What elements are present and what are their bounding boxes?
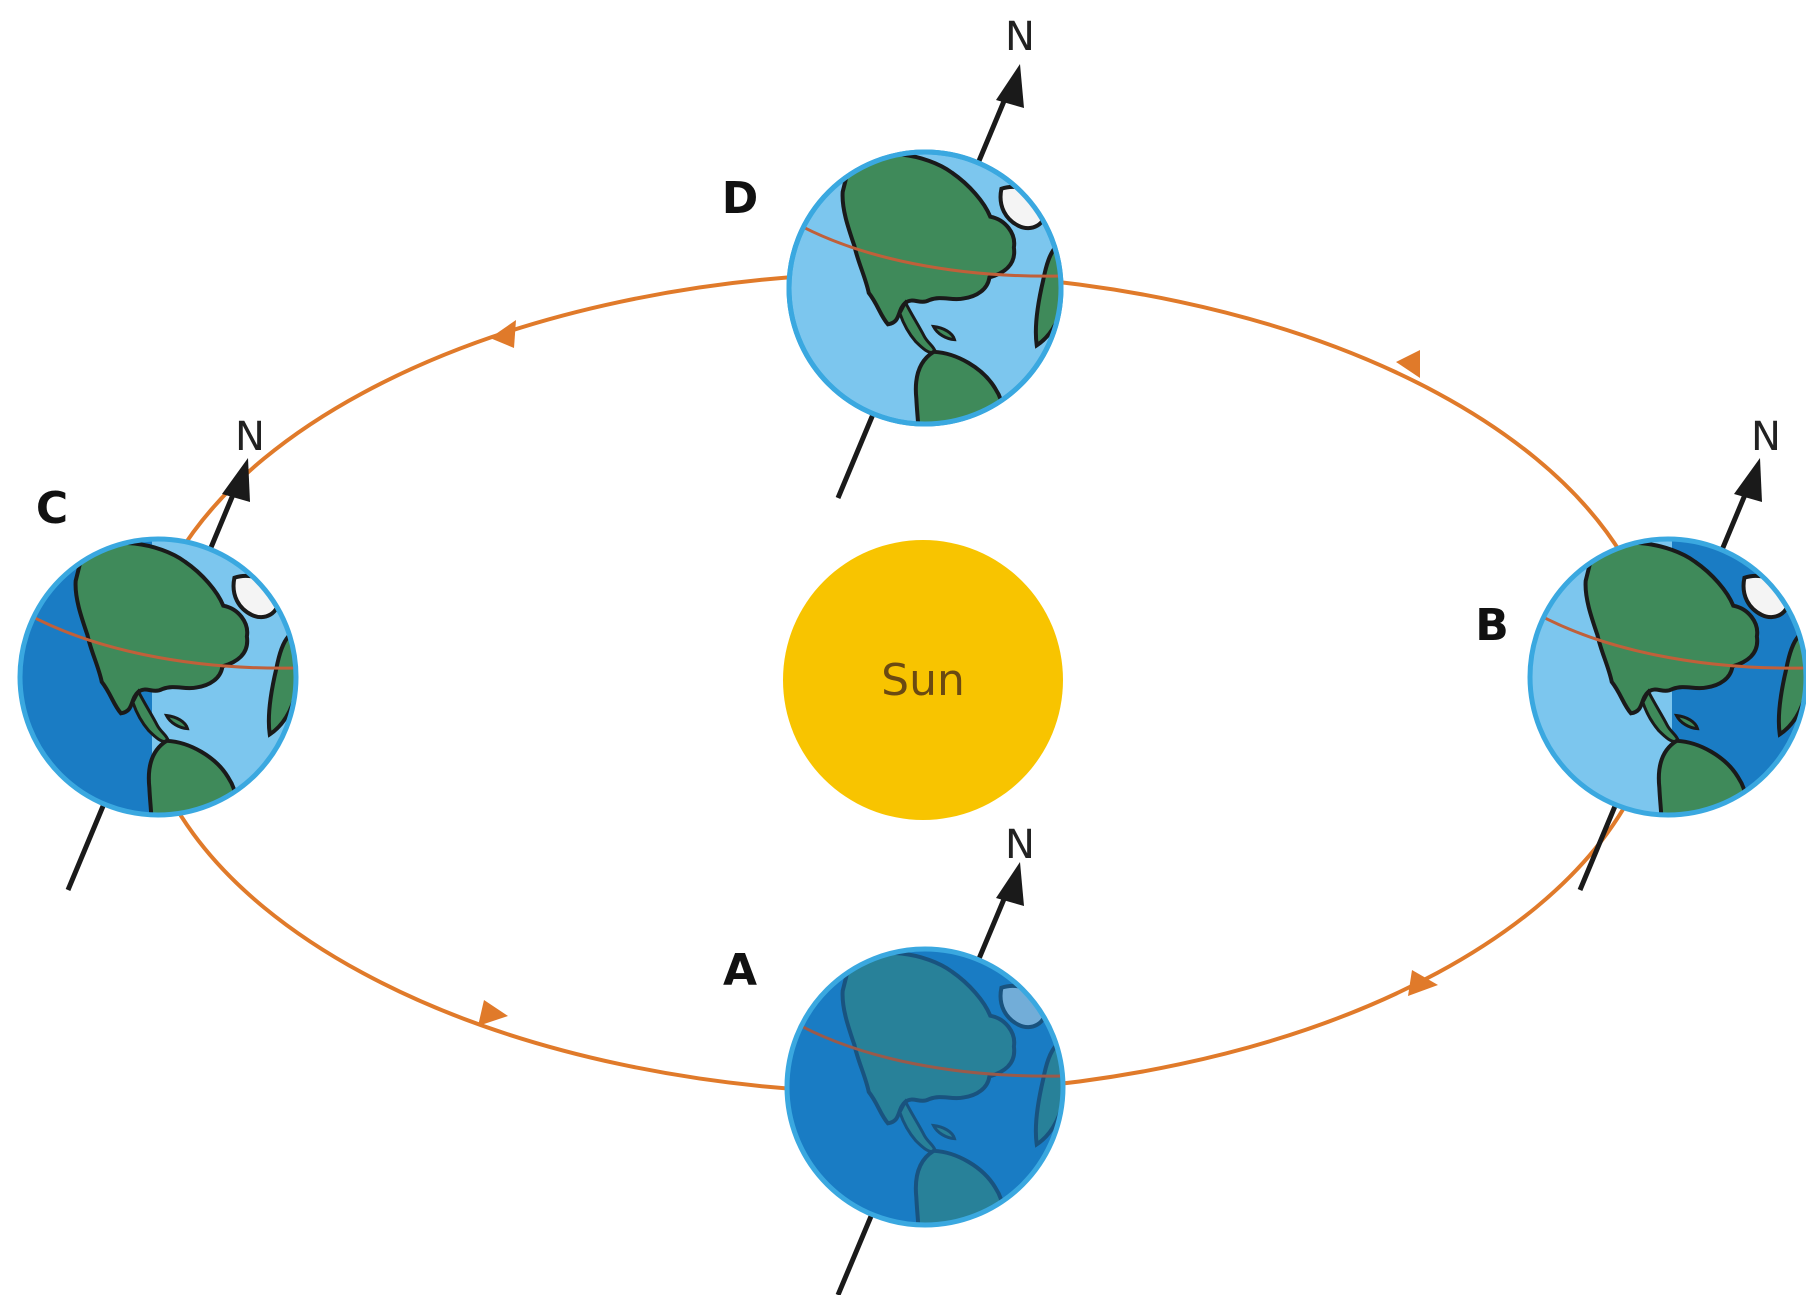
north-label-a: N [1005, 822, 1035, 868]
earth-d [786, 64, 1064, 499]
north-label-d: N [1005, 14, 1035, 60]
position-label-d: D [722, 173, 759, 224]
earth-b [1527, 458, 1806, 891]
north-arrow-d [996, 64, 1024, 108]
equator-a [789, 1018, 1063, 1078]
orbit-arrow-top-left [490, 320, 516, 348]
orbit-arrow-bottom-right [1408, 970, 1438, 996]
north-arrow-a [996, 862, 1024, 906]
earth-c [17, 458, 299, 891]
position-label-b: B [1475, 600, 1509, 651]
sun-label: Sun [881, 655, 965, 706]
equator-d [789, 218, 1061, 278]
sun: Sun [783, 540, 1063, 820]
position-label-a: A [723, 945, 757, 996]
equator-b [1530, 608, 1806, 670]
position-label-c: C [36, 483, 68, 534]
north-arrow-c [222, 458, 250, 502]
orbit-arrow-top-right [1396, 350, 1420, 378]
equator-c [20, 608, 296, 670]
orbit-arrow-bottom-left [478, 1000, 508, 1026]
north-label-c: N [235, 414, 265, 460]
earth-a [784, 862, 1066, 1295]
north-label-b: N [1751, 414, 1781, 460]
north-arrow-b [1734, 458, 1762, 502]
